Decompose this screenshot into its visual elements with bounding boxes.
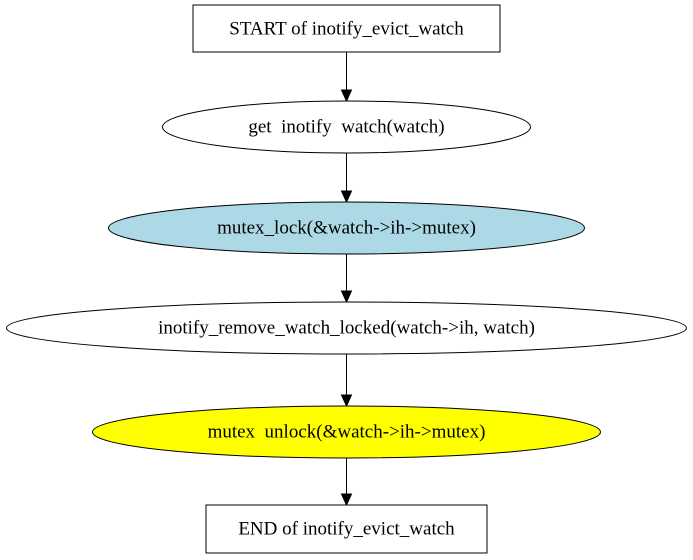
get-watch-node-ellipse (162, 100, 531, 154)
mutex-lock-node-ellipse (108, 201, 585, 255)
mutex-lock-node-label: mutex_lock(&watch->ih->mutex) (217, 218, 476, 239)
end-node-box (205, 504, 488, 554)
start-node-label: START of inotify_evict_watch (229, 19, 464, 40)
mutex-unlock-node: mutex unlock(&watch->ih->mutex) (92, 405, 601, 459)
edge-remove-watch-to-mutex-unlock (340, 354, 353, 408)
edge-mutex-lock-to-remove-watch (340, 254, 353, 304)
edge-mutex-unlock-to-end (340, 458, 353, 507)
get-watch-node-label: get inotify watch(watch) (248, 117, 444, 138)
remove-watch-node: inotify_remove_watch_locked(watch->ih, w… (6, 301, 687, 355)
end-node-label: END of inotify_evict_watch (238, 519, 455, 540)
edge-get-watch-to-mutex-lock (340, 153, 353, 204)
remove-watch-node-ellipse (6, 301, 687, 355)
mutex-lock-node: mutex_lock(&watch->ih->mutex) (108, 201, 585, 255)
start-node: START of inotify_evict_watch (192, 4, 501, 53)
end-node: END of inotify_evict_watch (205, 504, 488, 554)
start-node-box (192, 4, 501, 53)
remove-watch-node-label: inotify_remove_watch_locked(watch->ih, w… (158, 318, 535, 339)
edge-start-to-get-watch (340, 52, 353, 103)
get-watch-node: get inotify watch(watch) (162, 100, 531, 154)
mutex-unlock-node-label: mutex unlock(&watch->ih->mutex) (208, 422, 486, 443)
mutex-unlock-node-ellipse (92, 405, 601, 459)
